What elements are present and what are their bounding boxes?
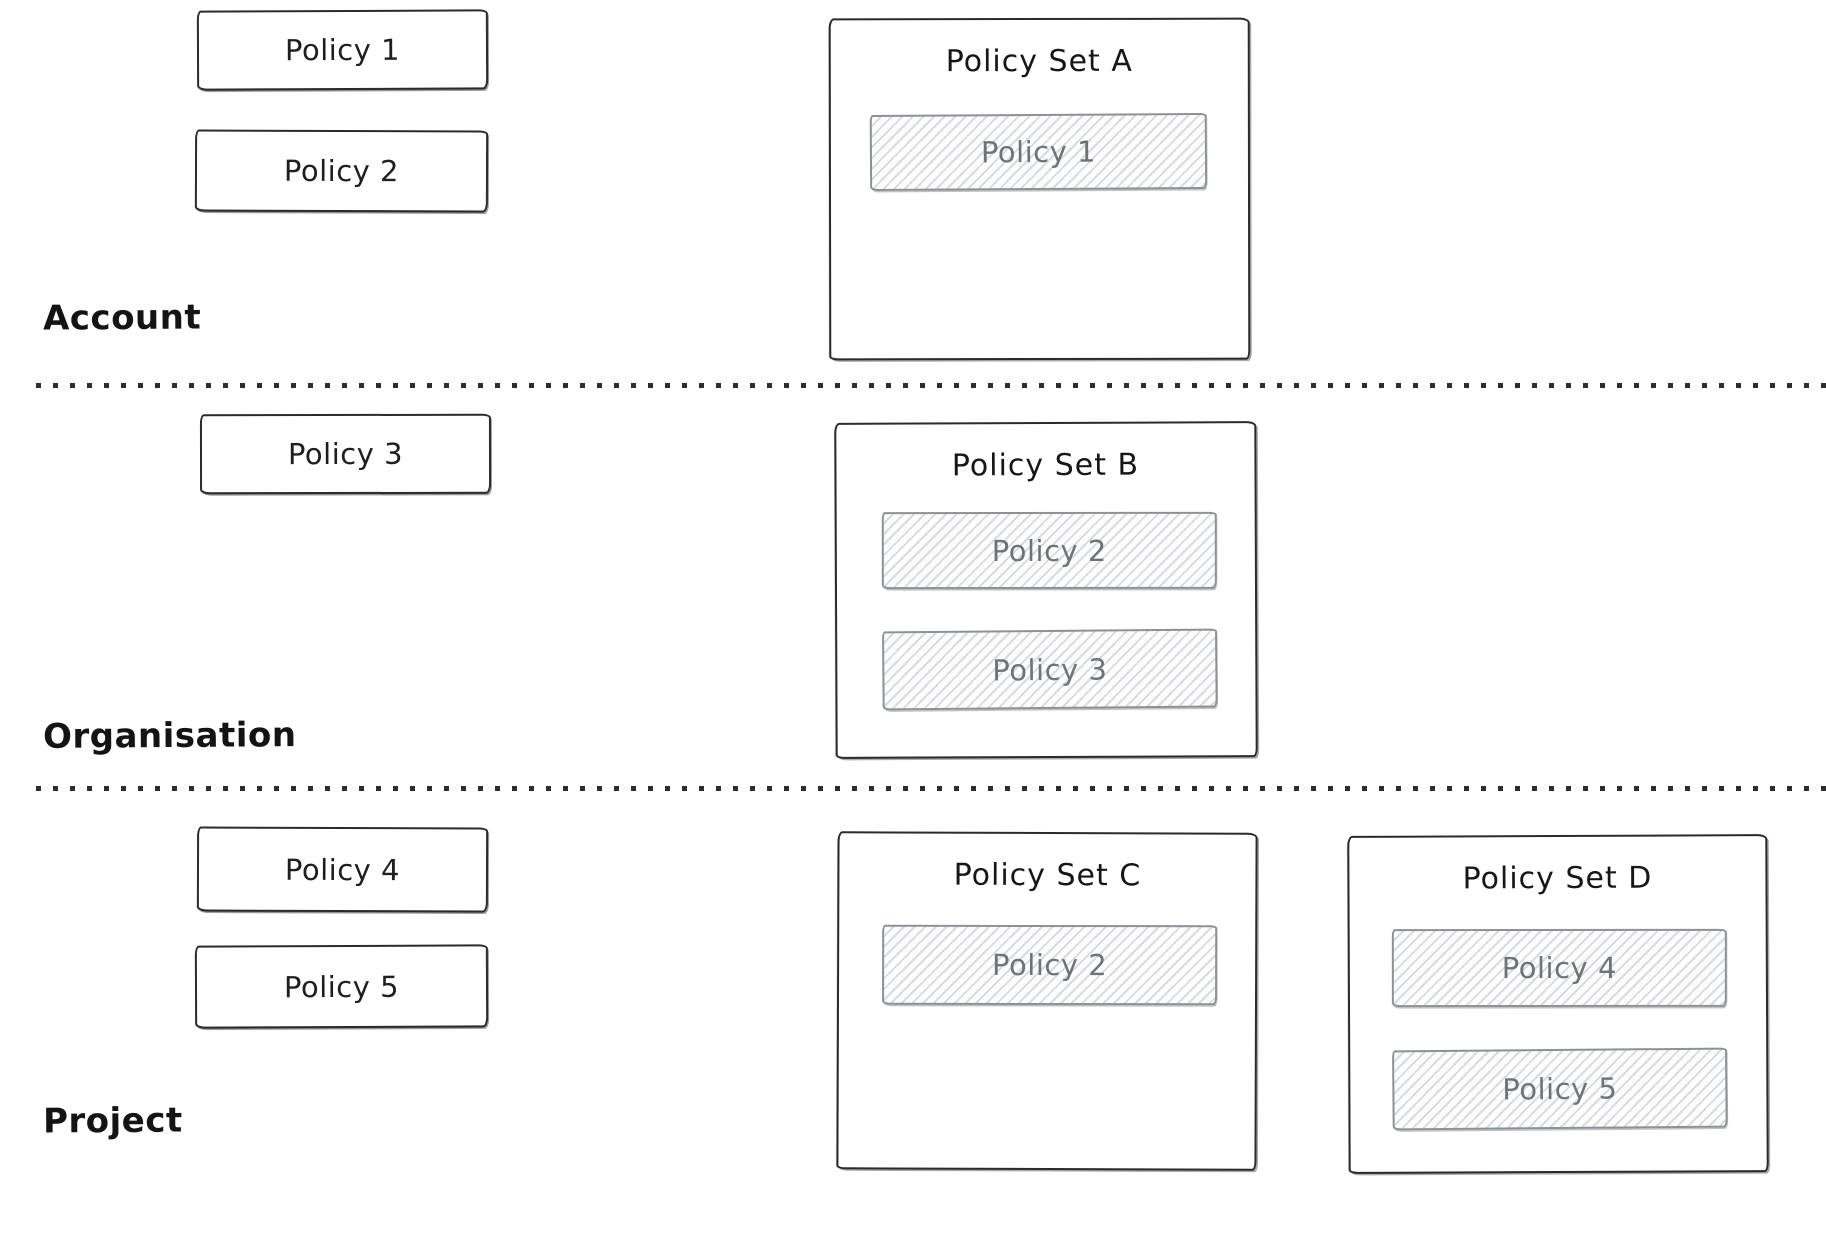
policy-set-member: Policy 1 (869, 112, 1208, 192)
policy-set-title: Policy Set D (1462, 860, 1653, 897)
policy-box-label: Policy 1 (284, 32, 401, 68)
policy-set-member-label: Policy 5 (1502, 1071, 1618, 1107)
policy-box: Policy 4 (196, 826, 489, 913)
policy-set-a: Policy Set A Policy 1 (828, 17, 1251, 361)
policy-box: Policy 3 (199, 413, 492, 495)
tier-label-account: Account (42, 297, 202, 339)
tier-label-organisation: Organisation (42, 715, 297, 757)
policy-box-label: Policy 2 (283, 153, 400, 189)
policy-box: Policy 5 (194, 944, 489, 1029)
tier-label-project: Project (42, 1100, 183, 1142)
policy-set-member: Policy 4 (1391, 928, 1727, 1008)
policy-set-title: Policy Set A (945, 43, 1133, 80)
policy-set-member: Policy 2 (882, 924, 1218, 1006)
policy-set-member-label: Policy 2 (992, 947, 1108, 983)
tier-divider (36, 786, 1826, 791)
policy-set-member: Policy 3 (882, 628, 1218, 711)
policy-set-title: Policy Set C (953, 857, 1142, 894)
policy-set-member-label: Policy 2 (991, 533, 1107, 568)
policy-box-label: Policy 3 (287, 436, 404, 472)
policy-box: Policy 1 (196, 9, 489, 91)
policy-set-member-label: Policy 3 (992, 651, 1108, 687)
policy-box-label: Policy 4 (284, 852, 401, 887)
policy-set-member: Policy 2 (881, 511, 1217, 590)
policy-box: Policy 2 (194, 129, 489, 213)
policy-set-d: Policy Set D Policy 4 Policy 5 (1347, 834, 1769, 1174)
policy-box-label: Policy 5 (283, 969, 400, 1004)
policy-set-member-label: Policy 1 (980, 134, 1097, 170)
policy-set-c: Policy Set C Policy 2 (836, 831, 1258, 1171)
policy-set-title: Policy Set B (951, 447, 1140, 484)
policy-set-member: Policy 5 (1392, 1047, 1728, 1131)
policy-set-b: Policy Set B Policy 2 Policy 3 (834, 421, 1258, 759)
tier-divider (36, 383, 1826, 388)
policy-set-member-label: Policy 4 (1501, 950, 1617, 986)
